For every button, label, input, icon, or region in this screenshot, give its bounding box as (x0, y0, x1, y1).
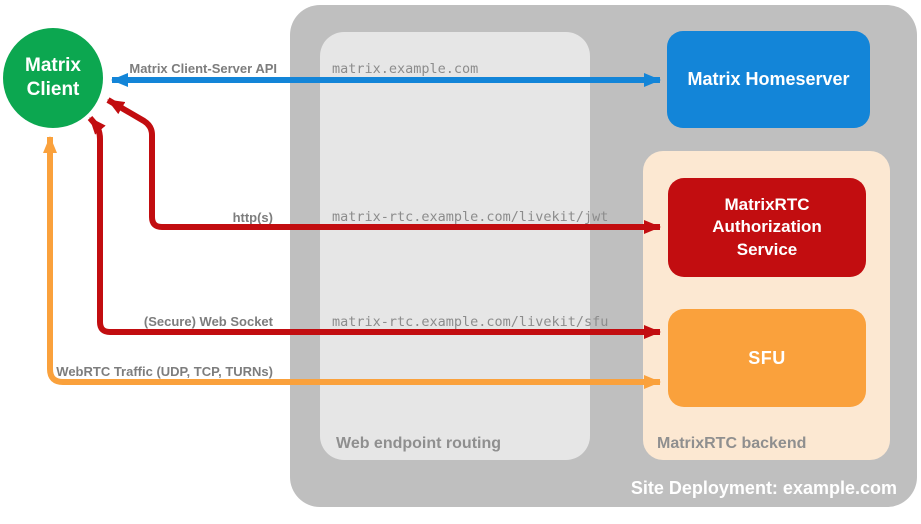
matrix-homeserver-node: Matrix Homeserver (667, 31, 870, 128)
matrix-homeserver-label: Matrix Homeserver (687, 69, 850, 89)
matrix-client-node: Matrix Client (3, 28, 103, 128)
websocket-protocol-label: (Secure) Web Socket (143, 314, 273, 329)
webrtc-traffic-protocol-label: WebRTC Traffic (UDP, TCP, TURNs) (56, 364, 273, 379)
sfu-endpoint-label: matrix-rtc.example.com/livekit/sfu (332, 314, 609, 330)
https-protocol-label: http(s) (232, 210, 273, 225)
homeserver-endpoint-label: matrix.example.com (332, 61, 479, 77)
sfu-label: SFU (748, 347, 786, 368)
matrixrtc-backend-label: MatrixRTC backend (657, 435, 807, 452)
web-endpoint-routing-label: Web endpoint routing (336, 435, 502, 452)
matrixrtc-authorization-service-node: MatrixRTC Authorization Service (668, 178, 866, 277)
sfu-node: SFU (668, 309, 866, 407)
matrix-client-label: Matrix Client (25, 55, 81, 100)
client-server-api-protocol-label: Matrix Client-Server API (129, 61, 277, 76)
web-endpoint-routing-container (320, 32, 590, 460)
matrixrtc-authorization-service-label: MatrixRTC Authorization Service (712, 195, 822, 259)
jwt-endpoint-label: matrix-rtc.example.com/livekit/jwt (332, 209, 609, 225)
site-deployment-label: Site Deployment: example.com (630, 478, 897, 498)
